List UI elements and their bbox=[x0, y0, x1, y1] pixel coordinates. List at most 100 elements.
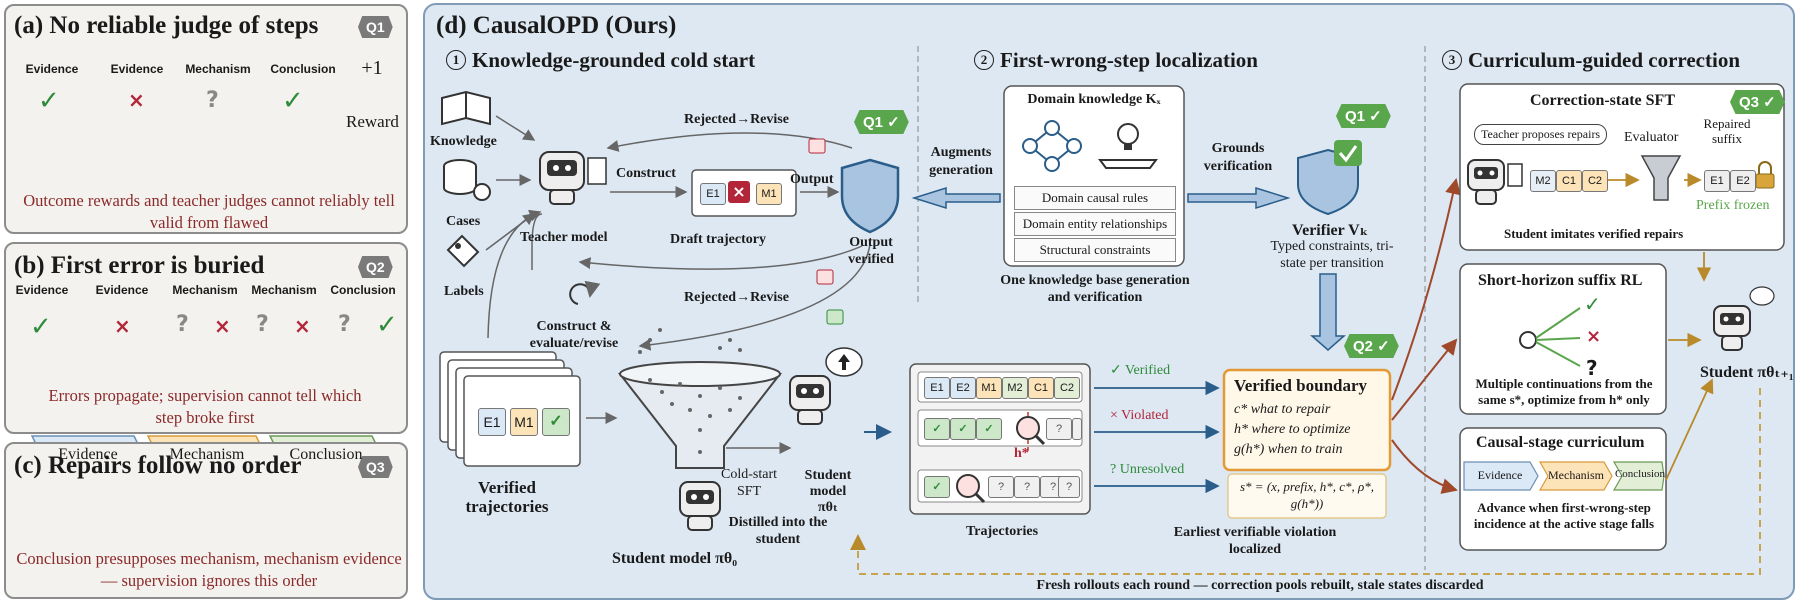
book-icon bbox=[441, 90, 491, 126]
check-icon: ✓ bbox=[38, 86, 60, 116]
imitates-label: Student imitates verified repairs bbox=[1504, 226, 1684, 241]
question-icon: ? bbox=[176, 312, 189, 337]
kb-row: Structural constraints bbox=[1014, 238, 1176, 262]
sft-chip: C2 bbox=[1582, 170, 1608, 192]
traj-chip-e1: E1 bbox=[478, 408, 506, 436]
teacher-model-label: Teacher model bbox=[520, 230, 608, 245]
question-icon bbox=[1072, 418, 1082, 440]
correction-sft-title: Correction-state SFT bbox=[1530, 92, 1675, 109]
chain-chip-mechanism: Mechanism bbox=[169, 446, 245, 463]
curr-chip-evidence: Evidence bbox=[1477, 468, 1523, 482]
panel-a bbox=[4, 4, 408, 234]
q2-check-badge: Q2 ✓ bbox=[1344, 334, 1399, 358]
chain-chip-conclusion: Conclusion bbox=[289, 446, 363, 463]
traj-chip-check-icon: ✓ bbox=[542, 408, 570, 436]
chain-chip-mechanism: Mechanism bbox=[251, 283, 317, 297]
chain-chip-mechanism: Mechanism bbox=[185, 62, 251, 76]
chain-chip-conclusion: Conclusion bbox=[270, 62, 336, 76]
curr-chip-mechanism: Mechanism bbox=[1548, 468, 1604, 482]
cross-icon: × bbox=[114, 314, 131, 338]
input-knowledge-label: Knowledge bbox=[430, 134, 497, 149]
tag-icon bbox=[446, 234, 480, 268]
input-cases-label: Cases bbox=[446, 214, 481, 229]
shield-check-icon bbox=[1297, 140, 1362, 216]
rejected-top-label: Rejected→Revise bbox=[684, 112, 789, 127]
student-robot-icon bbox=[789, 347, 863, 425]
chain-chip-evidence-error: Evidence bbox=[95, 283, 149, 297]
q1-badge: Q1 bbox=[358, 16, 393, 38]
reward-label: Reward bbox=[346, 112, 399, 131]
check-icon: ✓ bbox=[924, 476, 950, 498]
q2-badge: Q2 bbox=[358, 256, 393, 278]
kb-caption: One knowledge base generation and verifi… bbox=[1000, 273, 1190, 305]
teacher-robot-icon bbox=[539, 151, 607, 205]
verifier-desc: Typed constraints, tri-state per transit… bbox=[1270, 239, 1394, 271]
traj-chip: E2 bbox=[950, 377, 976, 399]
question-icon: ? bbox=[206, 88, 219, 113]
check-icon: ✓ bbox=[376, 310, 398, 340]
magnifier-icon bbox=[956, 416, 1046, 504]
check-icon: ✓ bbox=[924, 418, 950, 440]
grounds-verification-label: Grounds verification bbox=[1203, 141, 1273, 174]
panel-b bbox=[4, 242, 408, 434]
trajectories-label: Trajectories bbox=[966, 524, 1039, 539]
verified-trajectories-label: Verified trajectories bbox=[465, 478, 549, 516]
traj-chip-m1: M1 bbox=[510, 408, 538, 436]
q1-check-badge: Q1 ✓ bbox=[854, 110, 909, 134]
boundary-line: h* where to optimize bbox=[1234, 422, 1351, 437]
cross-icon: × bbox=[1586, 326, 1602, 347]
check-icon: ✓ bbox=[976, 418, 1002, 440]
panel-b-title: (b) First error is buried bbox=[14, 252, 265, 279]
construct-evaluate-label: Construct & evaluate/revise bbox=[529, 319, 619, 351]
question-icon: ? bbox=[338, 312, 351, 337]
panel-a-caption: Outcome rewards and teacher judges canno… bbox=[23, 191, 395, 233]
check-icon: ✓ bbox=[30, 312, 52, 342]
teacher-robot-icon bbox=[1467, 159, 1523, 205]
question-icon: ? bbox=[988, 476, 1014, 498]
panel-c bbox=[4, 442, 408, 599]
student-model-0-label: Student model πθ₀ bbox=[612, 550, 738, 567]
panel-a-title: (a) No reliable judge of steps bbox=[14, 12, 319, 39]
evaluator-funnel-icon bbox=[1640, 155, 1682, 201]
verifier-label: Verifier Vₖ bbox=[1292, 222, 1369, 239]
repaired-suffix-label: Repaired suffix bbox=[1703, 116, 1751, 146]
lock-icon bbox=[1755, 161, 1775, 189]
chain-chip-evidence: Evidence bbox=[25, 62, 79, 76]
kb-row: Domain entity relationships bbox=[1014, 212, 1176, 236]
kb-row: Domain causal rules bbox=[1014, 186, 1176, 210]
output-label: Output bbox=[790, 172, 834, 187]
chain-chip-conclusion: Conclusion bbox=[330, 283, 396, 297]
chain-chip-evidence: Evidence bbox=[110, 62, 164, 76]
suffix-rl-title: Short-horizon suffix RL bbox=[1478, 272, 1643, 289]
database-icon bbox=[443, 159, 491, 201]
reward-value: +1 bbox=[361, 57, 383, 79]
footer-loop-label: Fresh rollouts each round — correction p… bbox=[1036, 578, 1484, 593]
construct-label: Construct bbox=[616, 166, 676, 181]
curriculum-chain bbox=[1463, 461, 1665, 491]
h-star-label: h* bbox=[1014, 446, 1029, 461]
verified-boundary-box bbox=[1222, 368, 1392, 472]
status-verified: ✓ Verified bbox=[1110, 363, 1171, 378]
traj-chip: M2 bbox=[1002, 377, 1028, 399]
status-violated: × Violated bbox=[1110, 408, 1169, 423]
cross-icon: × bbox=[128, 88, 145, 112]
cold-start-sft-label: Cold-start SFT bbox=[721, 467, 777, 499]
panel-b-caption: Errors propagate; supervision cannot tel… bbox=[48, 386, 362, 428]
curr-chip-conclusion: Conclusion bbox=[1614, 468, 1666, 480]
traj-chip: C1 bbox=[1028, 377, 1054, 399]
draft-chip-e1: E1 bbox=[700, 183, 726, 205]
suffix-rl-caption: Multiple continuations from the same s*,… bbox=[1475, 376, 1653, 407]
panel-c-caption: Conclusion presupposes mechanism, mechan… bbox=[16, 549, 402, 591]
traj-chip: M1 bbox=[976, 377, 1002, 399]
q3-badge: Q3 bbox=[358, 456, 393, 478]
chain-chip-evidence: Evidence bbox=[58, 446, 118, 463]
check-icon: ✓ bbox=[950, 418, 976, 440]
panel-c-title: (c) Repairs follow no order bbox=[14, 452, 302, 479]
earliest-violation-label: Earliest verifiable violation localized bbox=[1173, 525, 1337, 557]
traj-chip: E1 bbox=[924, 377, 950, 399]
traj-chip: C2 bbox=[1054, 377, 1080, 399]
check-icon: ✓ bbox=[282, 86, 304, 116]
